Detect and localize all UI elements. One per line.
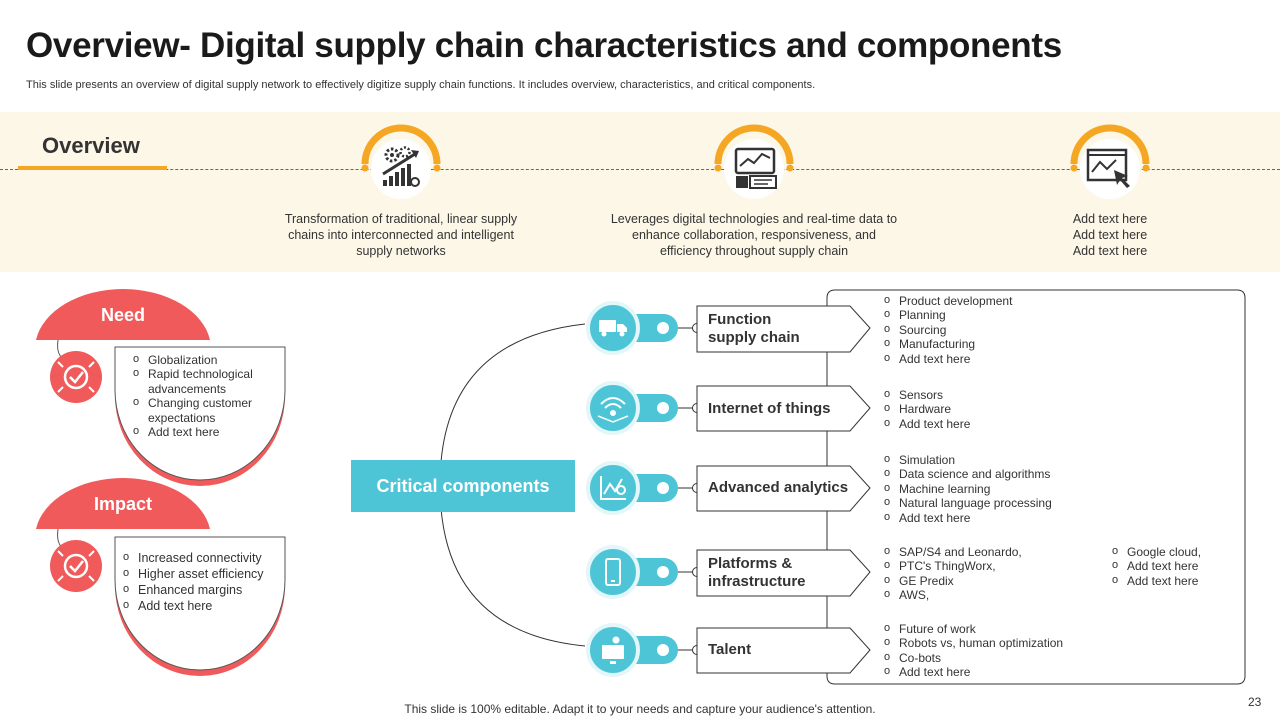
impact-header-shape [36,478,210,529]
component-row-5-shape [586,623,871,677]
component-row-4-shape [586,545,871,599]
component-4-bullets-right: Google cloud, Add text here Add text her… [1108,544,1238,588]
need-impact-graphic [36,289,286,676]
components-bracket [826,289,1246,685]
overview-item-2-icon-badge [714,124,794,209]
component-4-bullets: SAP/S4 and Leonardo, PTC's ThingWorx, GE… [880,544,1090,603]
component-label-function-supply-chain: Function supply chain [708,311,800,346]
impact-title: Impact [93,494,153,514]
footer-note: This slide is 100% editable. Adapt it to… [404,702,876,716]
worker-computer-icon [602,636,624,664]
overview-item-3-icon-badge [1070,124,1150,209]
analytics-chart-icon [600,476,626,500]
component-label-talent: Talent [708,641,752,658]
component-label-internet-of-things: Internet of things [708,400,831,417]
gears-growth-chart-icon [361,124,441,199]
component-5-bullets: Future of work Robots vs, human optimiza… [880,621,1180,680]
analytics-click-icon [1070,124,1150,199]
components-diagram [439,289,1246,685]
component-label-advanced-analytics: Advanced analytics [708,479,849,496]
component-row-3-shape [586,461,871,515]
overview-item-2-text: Leverages digital technologies and real-… [610,212,898,258]
overview-dashed-line [0,169,1280,170]
overview-band [0,112,1280,272]
component-1-bullets: Product development Planning Sourcing Ma… [880,293,1180,366]
critical-components-box: Critical components [351,460,575,512]
wifi-signal-icon [597,397,629,423]
component-row-2-shape [586,381,871,435]
smartphone-icon [605,558,621,586]
need-icon [50,351,102,403]
page-number: 23 [1248,695,1262,709]
need-title: Need [100,305,145,325]
overview-item-3-text: Add text here Add text here Add text her… [1072,212,1148,258]
overview-label: Overview [42,133,140,158]
component-label-platforms-infrastructure: Platforms & infrastructure [708,555,806,590]
page-subtitle: This slide presents an overview of digit… [26,79,816,91]
need-list: Globalization Rapid technological advanc… [129,352,279,439]
component-3-bullets: Simulation Data science and algorithms M… [880,452,1180,525]
monitor-dashboard-icon [714,124,794,199]
need-header-shape [36,289,210,340]
truck-icon [599,320,627,337]
page-title: Overview- Digital supply chain character… [26,26,1062,65]
impact-list: Increased connectivity Higher asset effi… [119,549,284,614]
overview-item-1-text: Transformation of traditional, linear su… [284,212,518,258]
overview-underline [18,166,167,170]
component-2-bullets: Sensors Hardware Add text here [880,387,1180,431]
impact-icon [50,540,102,592]
overview-item-1-icon-badge [361,124,441,209]
